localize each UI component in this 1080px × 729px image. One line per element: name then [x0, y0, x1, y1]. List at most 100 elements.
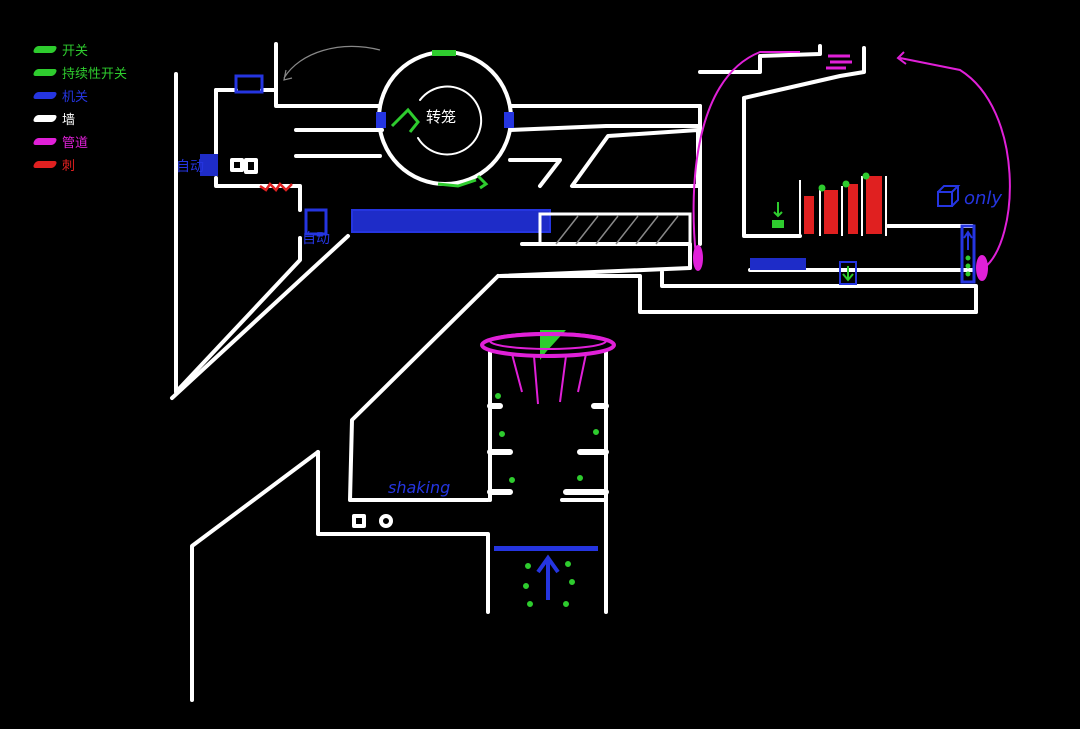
- middle-wedge: [570, 128, 700, 188]
- tower-pipe-rays: [511, 353, 587, 405]
- right-floor: [660, 270, 978, 314]
- left-block: [230, 158, 244, 172]
- cage-inner-arc: [417, 85, 483, 156]
- pressure-plate: [772, 220, 784, 228]
- launcher-dot-2: [523, 583, 529, 589]
- second-diagonal-wall: [348, 274, 500, 502]
- upper-corridor-wall: [214, 42, 702, 134]
- tower-dot-3: [509, 477, 515, 483]
- walls: [170, 42, 978, 702]
- auto-left-label: 自动: [176, 159, 204, 175]
- lower-block-1: [352, 514, 366, 528]
- corridor-floor-wall: [294, 124, 702, 132]
- cage-left-pad: [376, 112, 386, 128]
- switch-swatch-icon: [32, 46, 58, 53]
- cube-icon: [937, 185, 961, 207]
- legend-label: 持续性开关: [62, 67, 128, 82]
- auto-lower-label: 自动: [302, 231, 330, 247]
- elevator-dot-3: [965, 271, 971, 277]
- launcher-dot-5: [569, 579, 575, 585]
- cage-bottom-switch: [437, 174, 489, 190]
- launcher-dot-3: [527, 601, 533, 607]
- pipes: [480, 51, 1011, 405]
- continuous-switch-swatch-icon: [32, 69, 58, 76]
- spike-top-3: [862, 172, 870, 180]
- legend-label: 开关: [62, 44, 89, 59]
- pipe-curve-left: [692, 51, 800, 257]
- hint-arrow: [283, 45, 381, 81]
- lower-left-diagonal: [190, 450, 320, 702]
- legend-item-pipe: 管道: [32, 130, 127, 153]
- legend-label: 刺: [62, 159, 76, 174]
- right-shaft: [698, 44, 866, 246]
- right-elevator: [960, 224, 976, 284]
- lower-auto-gate: [304, 208, 328, 236]
- spike-bar-1: [804, 196, 814, 234]
- middle-floor: [294, 154, 562, 188]
- elevator-dot-1: [965, 255, 971, 261]
- cage-left-switch: [390, 107, 420, 133]
- legend-label: 管道: [62, 136, 89, 151]
- left-auto-gate: [200, 154, 218, 176]
- left-spike: [259, 182, 293, 192]
- legend: 开关 持续性开关 机关 墙 管道 刺: [32, 38, 128, 176]
- bottom-divider: [560, 498, 608, 614]
- legend-label: 墙: [62, 113, 76, 128]
- legend-item-wall: 墙: [32, 107, 127, 130]
- pipe-curve-right: [896, 51, 1011, 269]
- launcher-arrow: [536, 554, 560, 600]
- tower-dot-4: [593, 429, 599, 435]
- launcher-dot-4: [565, 561, 571, 567]
- switches: [390, 50, 971, 607]
- blue-bridge-mechanism: [351, 209, 551, 233]
- hatched-bridge: [538, 212, 692, 246]
- only-label: only: [964, 188, 1003, 209]
- plate-arrow: [773, 202, 783, 218]
- rotate-cage-label: 转笼: [426, 108, 457, 126]
- right-platform-top: [498, 242, 978, 314]
- pipe-swatch-icon: [32, 138, 58, 145]
- lower-block-2: [379, 514, 393, 528]
- launcher-dot-6: [563, 601, 569, 607]
- long-diagonal-wall: [170, 234, 350, 400]
- drop-gate: [839, 261, 857, 285]
- lift-platform: [750, 258, 806, 270]
- left-block-2: [244, 158, 258, 174]
- spike-bar-4: [866, 176, 882, 234]
- pipe-top-coil: [826, 54, 852, 70]
- launcher-dot-1: [525, 563, 531, 569]
- pipe-end-right: [976, 255, 988, 281]
- tower-pipe-ring-inner: [489, 332, 607, 350]
- spike-swatch-icon: [32, 161, 58, 168]
- bottom-launcher: [494, 546, 598, 551]
- legend-item-continuous-switch: 持续性开关: [32, 61, 128, 84]
- pipe-end-left: [693, 245, 703, 271]
- mechanism-swatch-icon: [32, 92, 58, 99]
- tower-dot-1: [495, 393, 501, 399]
- top-gate: [234, 74, 264, 94]
- spike-bar-2: [824, 190, 838, 234]
- spike-top-1: [818, 184, 826, 192]
- elevator-arrow: [963, 230, 973, 250]
- spike-bar-3: [848, 184, 858, 234]
- drop-arrow: [842, 266, 854, 282]
- tower-pegs: [487, 403, 609, 495]
- shaking-label: shaking: [388, 478, 451, 497]
- lower-room-wall: [316, 450, 490, 614]
- legend-item-spike: 刺: [32, 153, 127, 176]
- legend-label: 机关: [62, 90, 89, 105]
- spikes: [259, 176, 887, 236]
- tower-dot-2: [499, 431, 505, 437]
- spike-frames: [799, 176, 887, 236]
- cage-right-pad: [504, 112, 514, 128]
- legend-item-switch: 开关: [32, 38, 127, 61]
- tower-funnel: [540, 330, 566, 360]
- spike-top-2: [842, 180, 850, 188]
- mechanisms: [200, 74, 976, 600]
- legend-item-mechanism: 机关: [32, 84, 127, 107]
- cage-top-switch: [432, 50, 456, 56]
- tower-dot-5: [577, 475, 583, 481]
- wall-swatch-icon: [32, 115, 58, 122]
- hatch-lines: [555, 215, 679, 245]
- left-outer-wall: [174, 72, 302, 394]
